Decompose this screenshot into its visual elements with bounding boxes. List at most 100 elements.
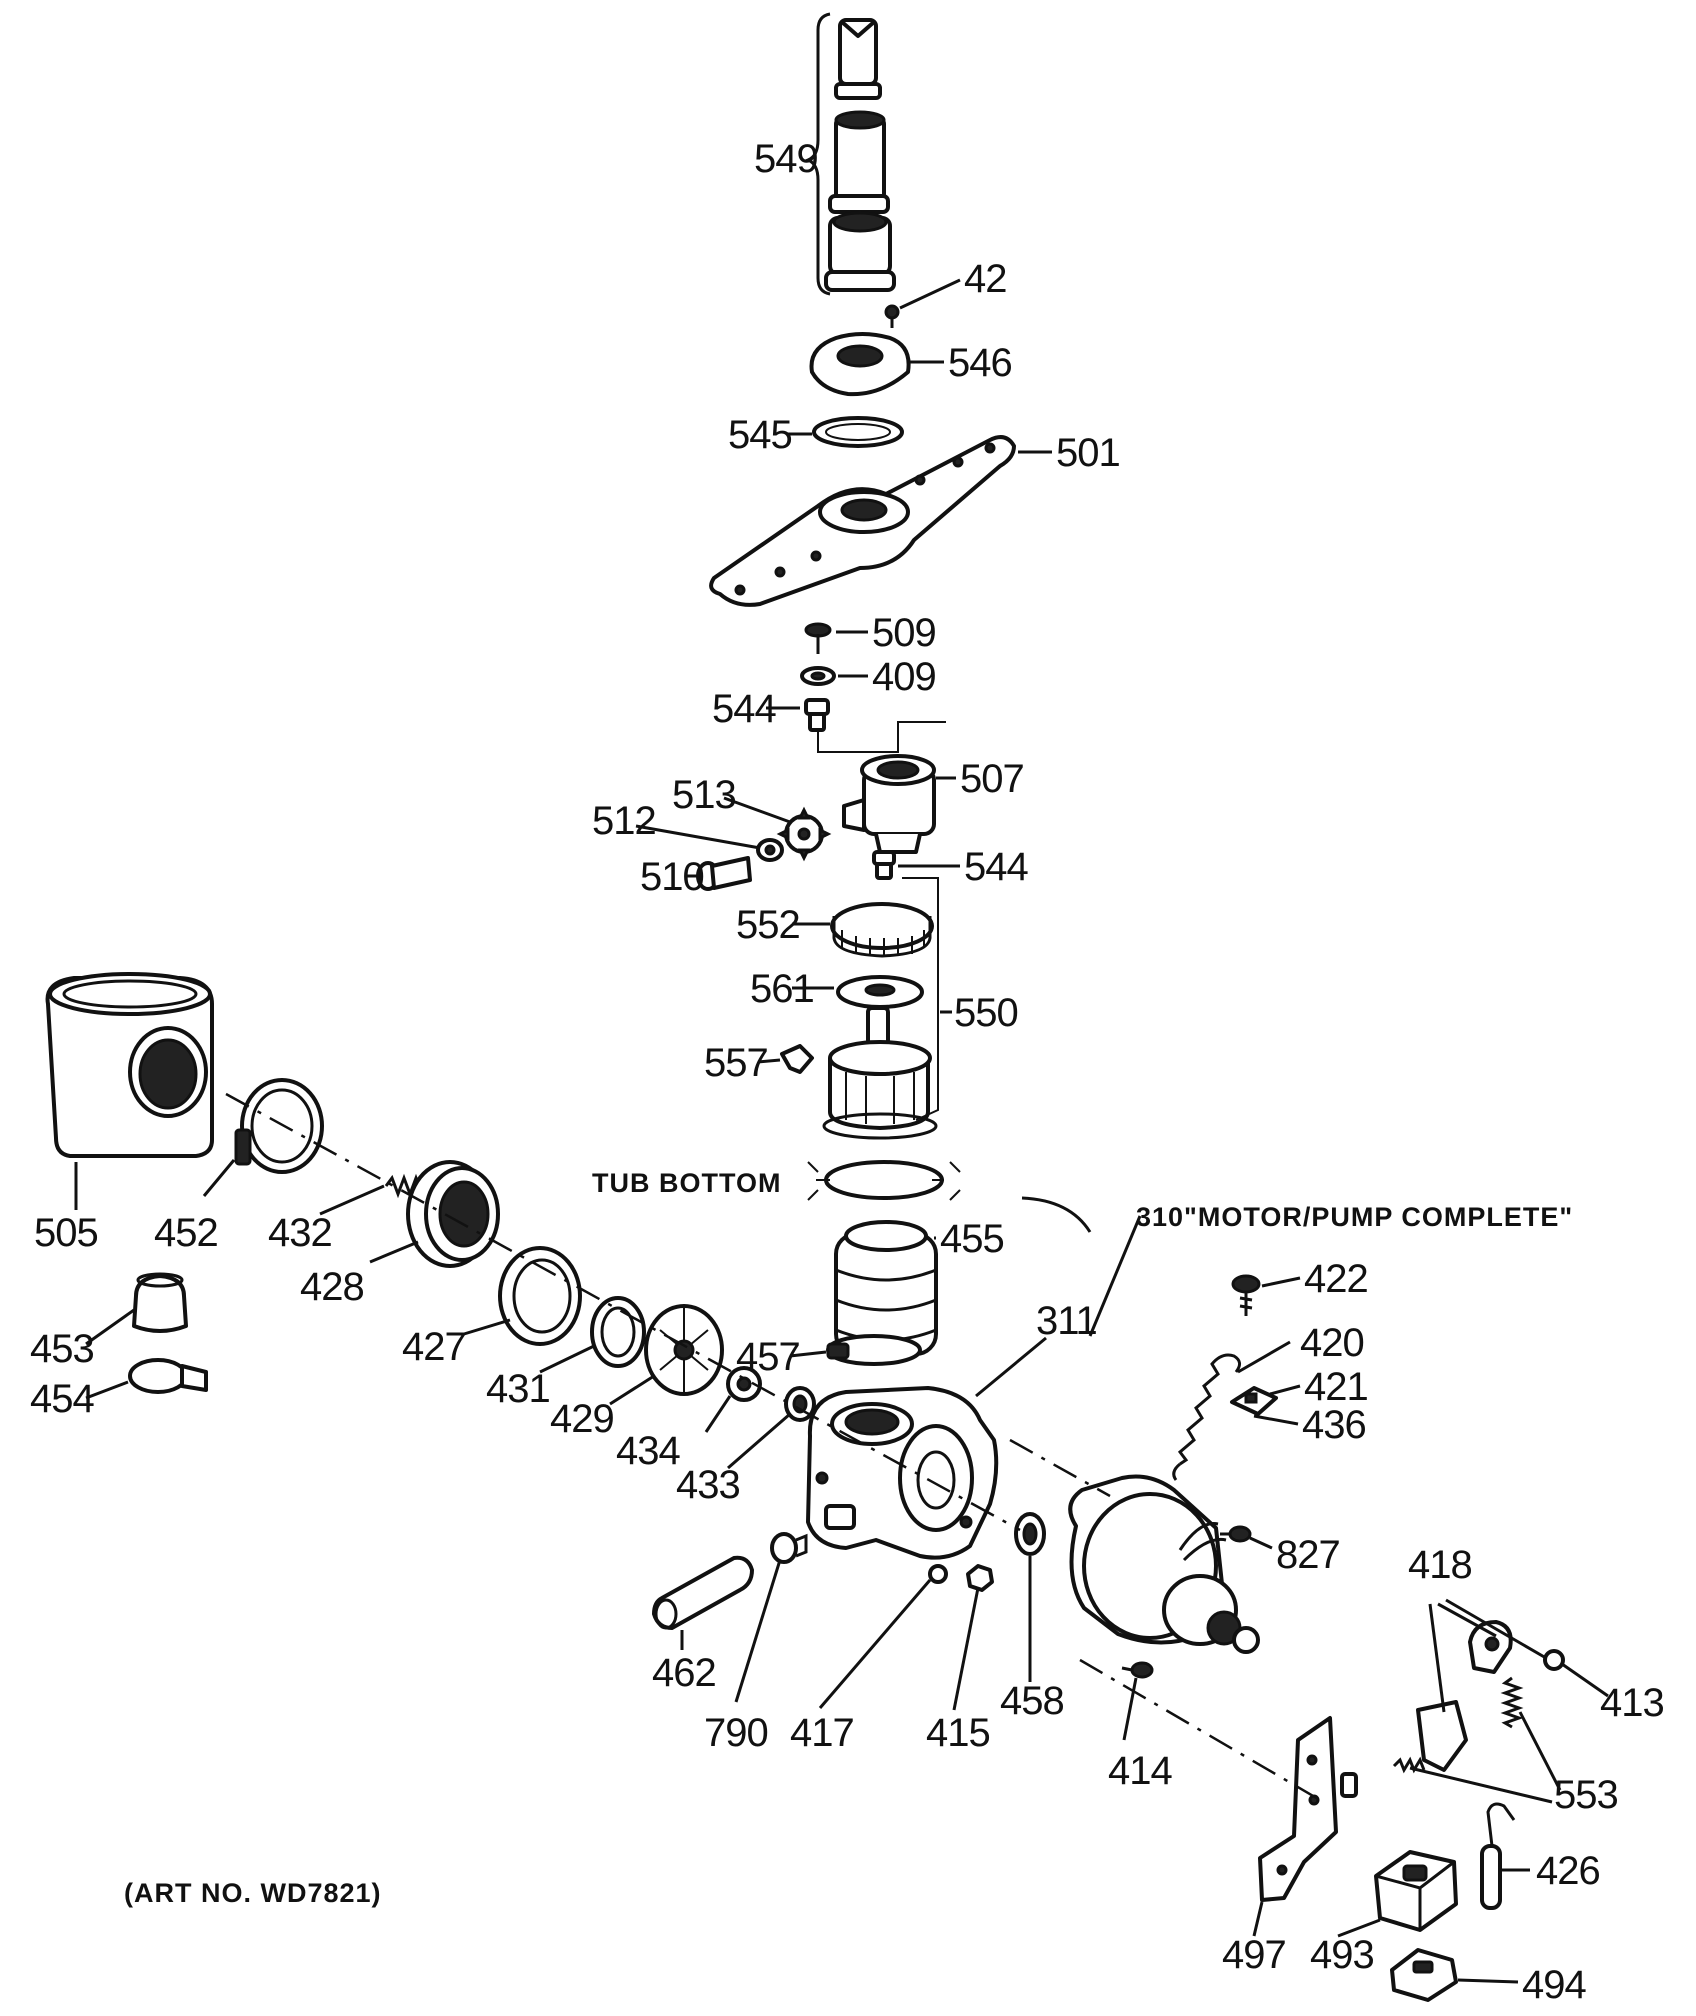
pump-housing-311-part [806, 1386, 999, 1560]
bolt-510-part [696, 856, 752, 891]
label-544-lower: 544 [964, 845, 1028, 889]
motor-pump-caption: 310"MOTOR/PUMP COMPLETE" [1136, 1202, 1573, 1232]
clamp-790-part [770, 1532, 808, 1564]
hub-546-part [809, 332, 911, 397]
clip-413-part [1543, 1649, 1565, 1671]
label-42: 42 [964, 257, 1007, 301]
motor-310-part [1068, 1474, 1260, 1654]
label-453: 453 [30, 1327, 94, 1371]
housing-507-part [842, 754, 936, 854]
label-455: 455 [940, 1217, 1004, 1261]
label-827: 827 [1276, 1533, 1340, 1577]
clamp-457-part [826, 1334, 922, 1366]
seal-458-part [1014, 1512, 1046, 1556]
label-417: 417 [790, 1711, 854, 1755]
label-433: 433 [676, 1463, 740, 1507]
bellows-455-part [834, 1220, 938, 1356]
label-311: 311 [1036, 1299, 1097, 1343]
screw-42-part [884, 304, 900, 328]
impeller-429-part [644, 1304, 724, 1396]
label-434: 434 [616, 1429, 680, 1473]
turbine-550-part [822, 1006, 938, 1140]
label-436: 436 [1302, 1403, 1366, 1447]
nut-434-part [726, 1366, 762, 1402]
label-431: 431 [486, 1367, 550, 1411]
screw-509-part [804, 622, 832, 654]
label-413: 413 [1600, 1681, 1664, 1725]
filter-428-part [406, 1160, 500, 1268]
nozzle-544-lower-part [872, 850, 896, 880]
upper-spray-tube-part [803, 12, 896, 296]
label-432: 432 [268, 1211, 332, 1255]
screw-414-part [1121, 1661, 1154, 1679]
ring-431-part [590, 1296, 646, 1368]
spring-432-part [384, 1173, 424, 1199]
clamp-454-part [128, 1358, 208, 1394]
label-415: 415 [926, 1711, 990, 1755]
centerline-front [225, 1092, 1021, 1532]
label-454: 454 [30, 1377, 94, 1421]
spring-553-part [1500, 1676, 1524, 1729]
gear-ring-552-part [830, 902, 934, 958]
reservoir-505-part [45, 972, 214, 1158]
label-414: 414 [1108, 1749, 1172, 1793]
washer-512-part [756, 838, 784, 862]
leader-bracket-507 [817, 721, 946, 753]
label-550: 550 [954, 991, 1018, 1035]
spring-553-small-part [1392, 1756, 1426, 1774]
label-429: 429 [550, 1397, 614, 1441]
switch-418-part [1416, 1620, 1513, 1772]
label-561: 561 [750, 967, 814, 1011]
nozzle-544-upper-part [804, 698, 830, 732]
label-494: 494 [1522, 1963, 1586, 2007]
washer-561-part [836, 975, 924, 1009]
screw-422-part [1231, 1274, 1261, 1316]
label-462: 462 [652, 1651, 716, 1695]
ring-427-part [498, 1246, 582, 1346]
label-426: 426 [1536, 1849, 1600, 1893]
washer-417-part [928, 1564, 948, 1584]
label-505: 505 [34, 1211, 98, 1255]
screw-827-part [1220, 1525, 1252, 1543]
spray-arm-501-part [709, 435, 1016, 607]
centerline-motor-lower [1079, 1658, 1321, 1802]
label-552: 552 [736, 903, 800, 947]
label-427: 427 [402, 1325, 466, 1369]
label-512: 512 [592, 799, 656, 843]
gear-513-part [776, 806, 832, 862]
label-493: 493 [1310, 1933, 1374, 1977]
washer-409-part [800, 666, 836, 686]
block-494-part [1390, 1948, 1458, 2002]
ring-545-part [812, 416, 904, 448]
nut-415-part [966, 1564, 994, 1592]
label-557: 557 [704, 1041, 768, 1085]
label-513: 513 [672, 773, 736, 817]
leader-bracket-550 [902, 877, 939, 1121]
label-546: 546 [948, 341, 1012, 385]
bracket-421-part [1230, 1386, 1278, 1416]
clip-557-part [780, 1044, 814, 1074]
part-labels: 549 42 546 545 501 509 409 544 507 513 5… [30, 137, 1665, 2007]
label-418: 418 [1408, 1543, 1472, 1587]
solenoid-493-part [1374, 1850, 1458, 1932]
label-790: 790 [704, 1711, 768, 1755]
label-421: 421 [1304, 1365, 1368, 1409]
tub-bottom-gasket-part [807, 1160, 961, 1201]
hose-462-part [652, 1555, 754, 1630]
label-458: 458 [1000, 1679, 1064, 1723]
label-420: 420 [1300, 1321, 1364, 1365]
label-510: 510 [640, 855, 704, 899]
label-549: 549 [754, 137, 818, 181]
spring-420-hook [1172, 1462, 1181, 1481]
spring-420-part [1177, 1353, 1241, 1466]
label-497: 497 [1222, 1933, 1286, 1977]
bracket-497-part [1258, 1716, 1358, 1902]
label-422: 422 [1304, 1257, 1368, 1301]
cap-453-part [132, 1272, 188, 1333]
tub-bottom-caption: TUB BOTTOM [592, 1168, 781, 1198]
label-457: 457 [736, 1335, 800, 1379]
pin-426-part [1480, 1802, 1516, 1910]
label-428: 428 [300, 1265, 364, 1309]
label-544-upper: 544 [712, 687, 776, 731]
